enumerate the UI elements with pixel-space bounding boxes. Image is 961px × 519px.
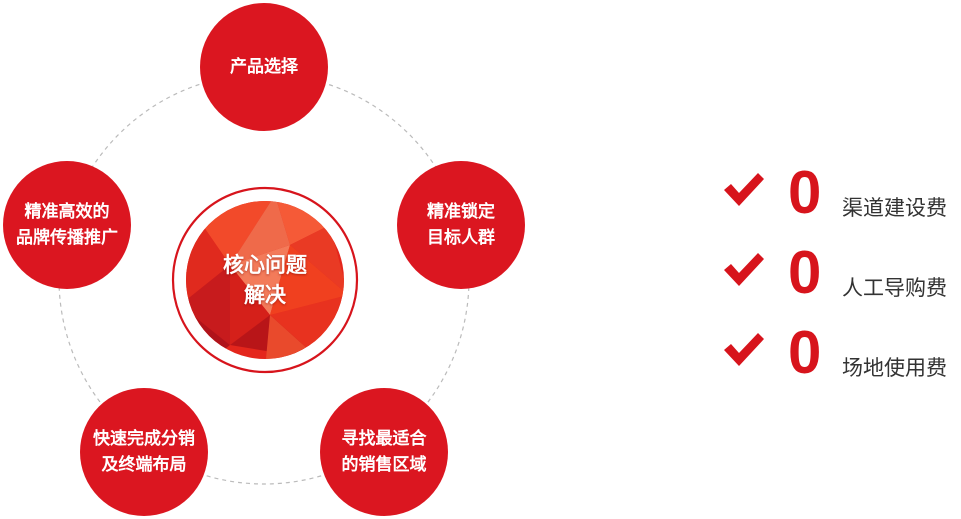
node-brand-line1: 精准高效的 (24, 202, 110, 222)
benefit-value: 0 (788, 319, 822, 386)
check-icon (724, 173, 764, 206)
core-polygon-art (171, 186, 359, 374)
node-brand-promotion: 精准高效的 品牌传播推广 (3, 161, 131, 289)
benefit-value: 0 (788, 159, 822, 226)
benefit-label: 渠道建设费 (842, 196, 947, 220)
node-target-audience: 精准锁定 目标人群 (397, 161, 525, 289)
benefit-label: 场地使用费 (842, 356, 947, 380)
node-product-line1: 产品选择 (230, 57, 298, 77)
zero-cost-list: 0 渠道建设费 0 人工导购费 0 场地使用费 (722, 159, 961, 400)
core-problem-circle: 核心问题 解决 (170, 185, 360, 375)
node-product-selection: 产品选择 (200, 3, 328, 131)
node-target-line1: 精准锁定 (427, 202, 495, 222)
benefit-item: 0 渠道建设费 (722, 159, 961, 240)
node-brand-line2: 品牌传播推广 (16, 228, 118, 248)
node-location-line2: 的销售区域 (341, 455, 427, 475)
check-icon (724, 333, 764, 366)
core-title: 核心问题 解决 (170, 185, 360, 375)
node-location-line1: 寻找最适合 (341, 429, 427, 449)
node-sales-region: 寻找最适合 的销售区域 (320, 388, 448, 516)
benefit-value: 0 (788, 239, 822, 306)
core-title-line2: 解决 (244, 283, 286, 307)
node-distribute-line2: 及终端布局 (101, 455, 187, 475)
core-title-line1: 核心问题 (223, 253, 307, 277)
benefit-label: 人工导购费 (842, 276, 947, 300)
benefit-item: 0 人工导购费 (722, 239, 961, 320)
benefit-item: 0 场地使用费 (722, 319, 961, 400)
node-distribution: 快速完成分销 及终端布局 (80, 388, 208, 516)
node-target-line2: 目标人群 (427, 228, 495, 248)
node-distribute-line1: 快速完成分销 (93, 429, 195, 449)
check-icon (724, 253, 764, 286)
